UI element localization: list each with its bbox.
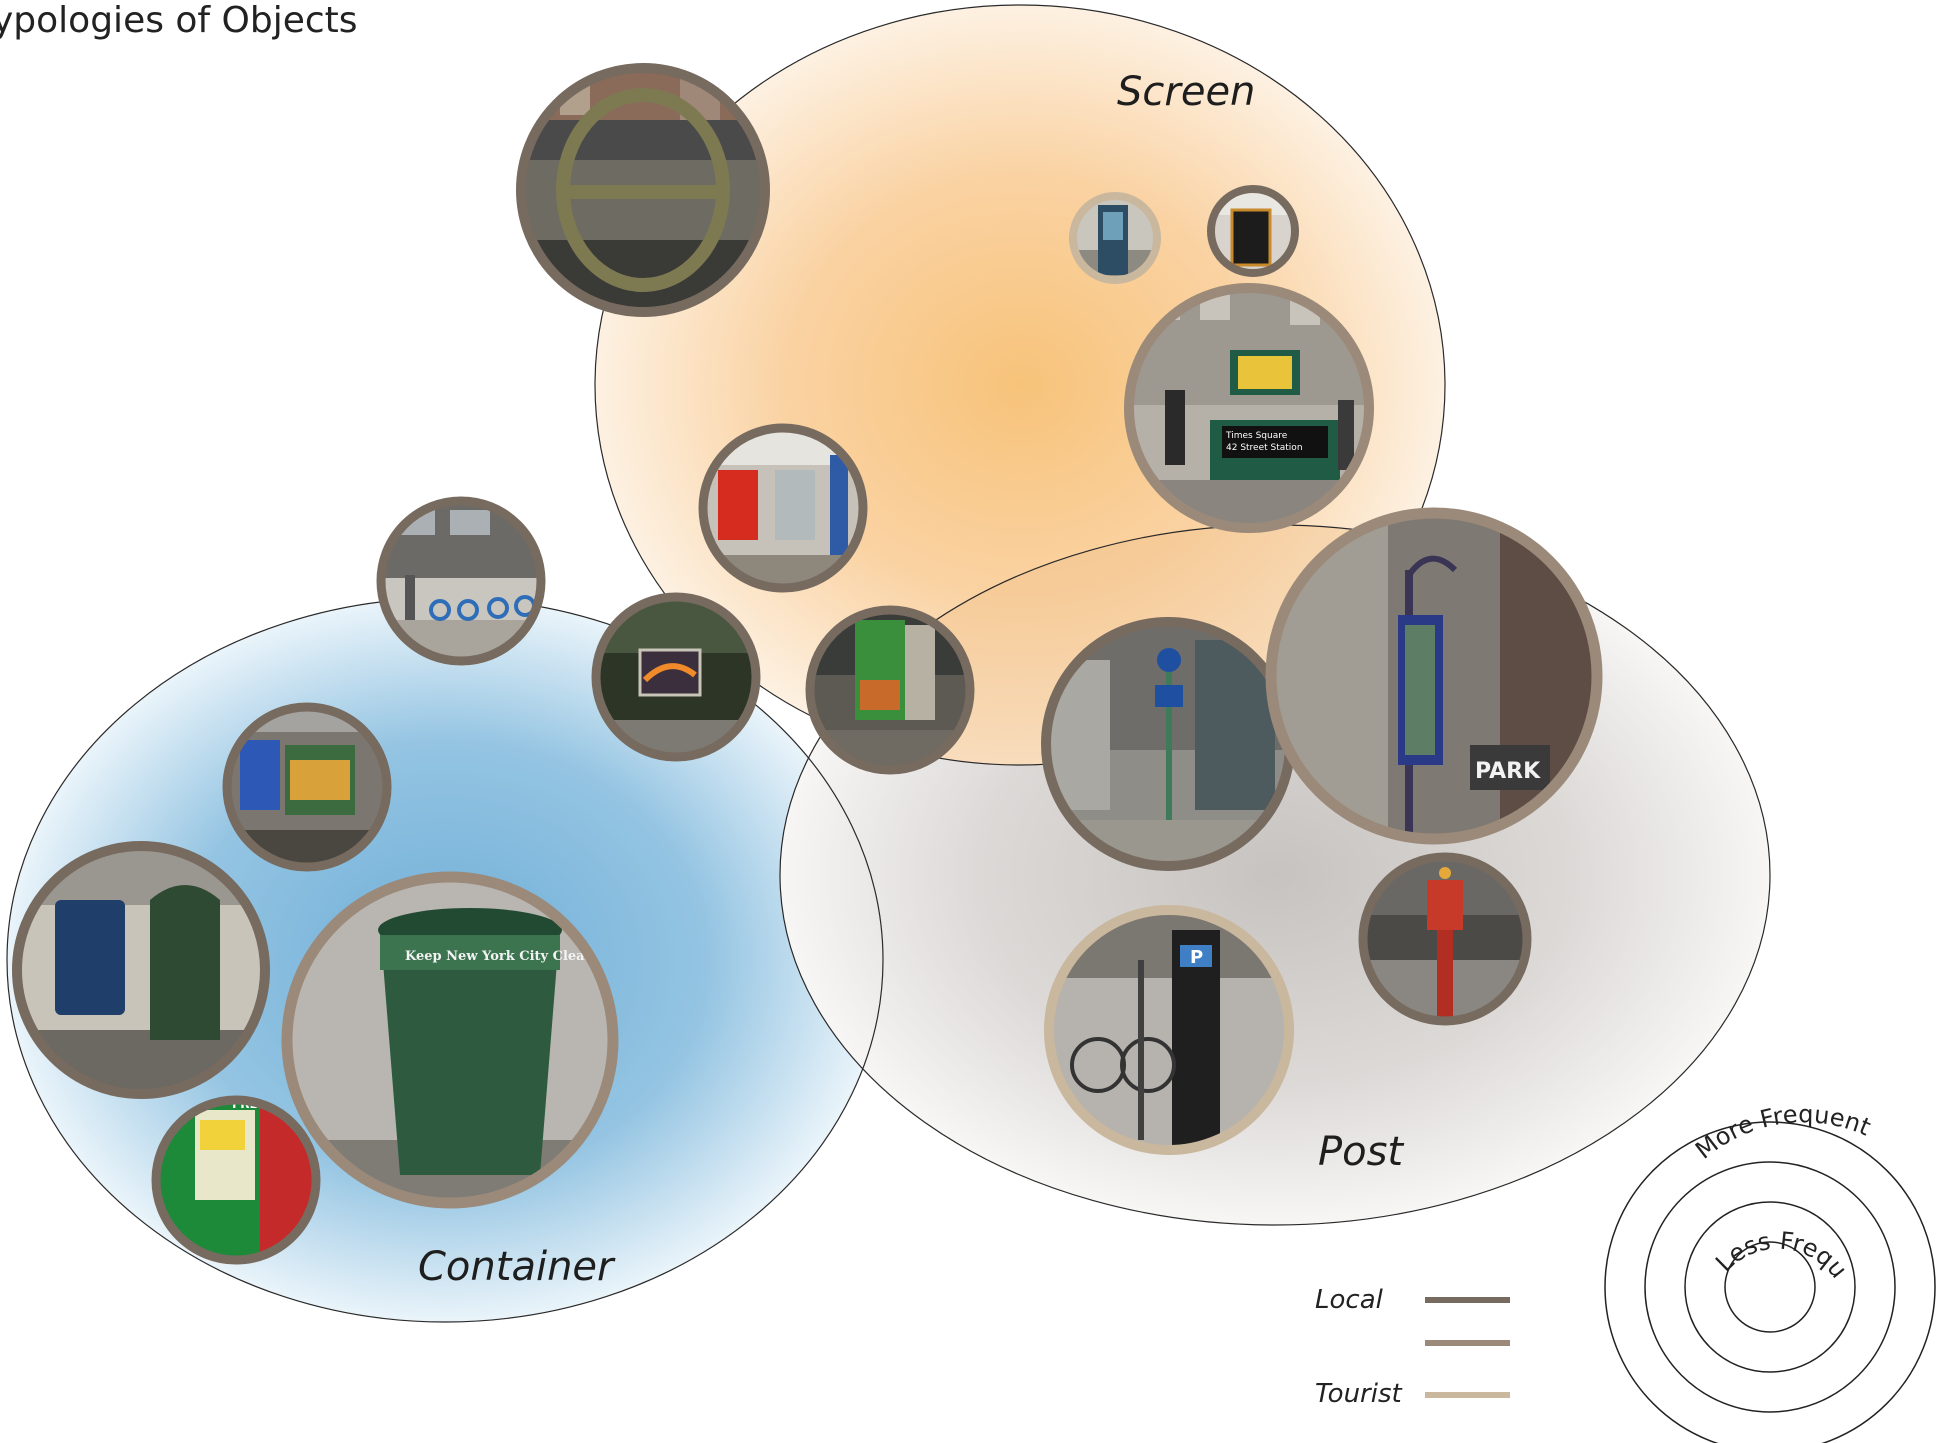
- svg-text:Keep New York City Clean: Keep New York City Clean: [405, 949, 595, 964]
- bus-stop-sign-photo: [1041, 617, 1295, 871]
- svg-text:42 Street Station: 42 Street Station: [1226, 443, 1303, 453]
- bus-shelter-photo: [698, 423, 868, 593]
- svg-text:P: P: [1190, 947, 1203, 968]
- legend-tourist-label: Tourist: [1315, 1379, 1403, 1409]
- parking-meter-photo: P: [1044, 905, 1294, 1155]
- park-banner-lamp-photo: PARK: [1265, 507, 1603, 845]
- screen-label: Screen: [1117, 69, 1255, 115]
- mailboxes-photo: [12, 841, 270, 1099]
- container-label: Container: [418, 1244, 616, 1290]
- svg-text:PARK: PARK: [1475, 759, 1541, 784]
- post-label: Post: [1318, 1129, 1404, 1175]
- info-kiosk-photo: [1069, 192, 1161, 284]
- chalkboard-sign-photo: [1207, 185, 1299, 277]
- svg-text:Times Square: Times Square: [1225, 431, 1288, 441]
- subway-entrance-photo: Times Square 42 Street Station: [1124, 283, 1374, 533]
- page-title: ypologies of Objects: [0, 0, 358, 41]
- legend-local-label: Local: [1315, 1285, 1384, 1315]
- bike-share-photo: [376, 496, 546, 666]
- newspaper-box-photo: FREE: [151, 1095, 321, 1265]
- newsstand-photo: [222, 702, 392, 872]
- legend: Local Tourist: [1315, 1285, 1510, 1409]
- more-frequent-label: More Frequent: [1690, 1100, 1874, 1164]
